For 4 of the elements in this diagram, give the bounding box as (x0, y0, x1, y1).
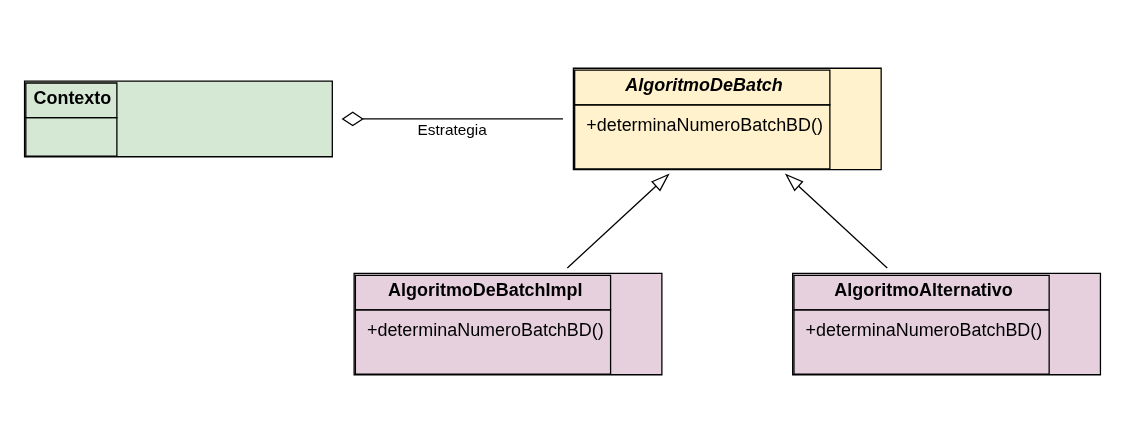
arrow (784, 173, 888, 269)
connector (341, 111, 564, 127)
arrow (566, 173, 670, 269)
edge-label: Estrategia (417, 121, 487, 139)
